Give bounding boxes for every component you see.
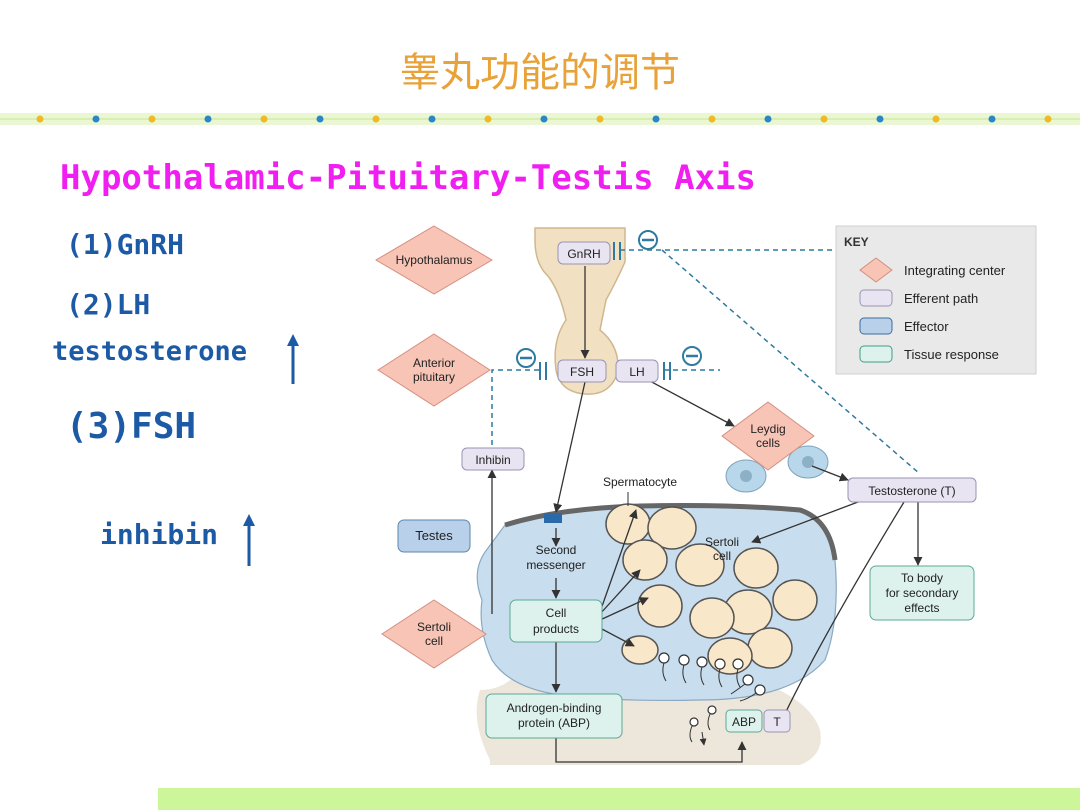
- axis-title: Hypothalamic-Pituitary-Testis Axis: [60, 158, 756, 198]
- sertoli-inner-1: Sertoli: [705, 535, 739, 549]
- key-item-effector: Effector: [904, 319, 949, 334]
- lh-node: [615, 359, 659, 383]
- leydig-label-2: cells: [756, 436, 780, 450]
- separator-dot: [372, 115, 380, 123]
- leydig-label-1: Leydig: [750, 422, 785, 436]
- inhibin-label: Inhibin: [475, 453, 510, 467]
- hypothalamus-node: [375, 225, 493, 295]
- key-item-integrating: Integrating center: [904, 263, 1006, 278]
- lh-label: LH: [629, 365, 644, 379]
- separator-dot: [148, 115, 156, 123]
- anterior-label-2: pituitary: [413, 370, 455, 384]
- hpt-axis-diagram: Hypothalamus GnRH Anterior pituitary FSH…: [375, 225, 1037, 765]
- testosterone-label: Testosterone (T): [868, 484, 955, 498]
- separator-dot: [428, 115, 436, 123]
- key-legend: KEY Integrating center Efferent path Eff…: [835, 225, 1037, 375]
- second-messenger-1: Second: [536, 543, 577, 557]
- dotted-separator: [0, 113, 1080, 125]
- sertoli-cell-node: [381, 599, 487, 669]
- testosterone-node: [847, 477, 977, 503]
- separator-dot: [484, 115, 492, 123]
- page-title: 睾丸功能的调节: [400, 50, 680, 96]
- separator-dot: [932, 115, 940, 123]
- point-inhibin: inhibin: [100, 518, 219, 551]
- gnrh-node: [557, 241, 611, 265]
- key-item-tissue: Tissue response: [904, 347, 999, 362]
- up-arrow-icon: [287, 334, 299, 384]
- t-node: [763, 709, 791, 733]
- abp-protein-1: Androgen-binding: [507, 701, 602, 715]
- gnrh-label: GnRH: [567, 247, 600, 261]
- to-body-1: To body: [901, 571, 943, 585]
- sertoli-inner-2: cell: [713, 549, 731, 563]
- point-fsh: (3)FSH: [66, 406, 197, 447]
- leydig-cells-icon: [725, 445, 829, 493]
- cell-products-1: Cell: [546, 606, 567, 620]
- anterior-label-1: Anterior: [413, 356, 455, 370]
- testes-label: Testes: [415, 528, 453, 543]
- cell-products-node: [509, 599, 603, 643]
- t-label: T: [773, 715, 781, 729]
- abp-node: [725, 709, 763, 733]
- point-testosterone: testosterone: [52, 336, 248, 367]
- separator-dot: [1044, 115, 1052, 123]
- anterior-pituitary-node: [377, 333, 491, 407]
- separator-dot: [204, 115, 212, 123]
- separator-dot: [92, 115, 100, 123]
- separator-dot: [988, 115, 996, 123]
- fsh-label: FSH: [570, 365, 594, 379]
- hypothalamus-label: Hypothalamus: [396, 253, 473, 267]
- inhibin-node: [461, 447, 525, 471]
- sertoli-cell-2: cell: [425, 634, 443, 648]
- leydig-node: [721, 401, 815, 471]
- testes-node: [397, 519, 471, 553]
- separator-dot: [652, 115, 660, 123]
- abp-protein-2: protein (ABP): [518, 716, 590, 730]
- separator-dot: [708, 115, 716, 123]
- spermatocyte-label: Spermatocyte: [603, 475, 677, 489]
- second-messenger-2: messenger: [526, 558, 585, 572]
- point-gnrh: (1)GnRH: [66, 228, 185, 261]
- separator-dot: [260, 115, 268, 123]
- to-body-node: [869, 565, 975, 621]
- key-item-efferent: Efferent path: [904, 291, 978, 306]
- to-body-2: for secondary: [886, 586, 959, 600]
- separator-dot: [36, 115, 44, 123]
- cell-products-2: products: [533, 622, 579, 636]
- receptor-icon: [544, 513, 562, 523]
- point-lh: (2)LH: [66, 288, 151, 321]
- fsh-node: [557, 359, 607, 383]
- key-title: KEY: [844, 235, 869, 249]
- separator-dot: [764, 115, 772, 123]
- abp-label: ABP: [732, 715, 756, 729]
- footer-bar: [158, 788, 1080, 810]
- separator-dot: [540, 115, 548, 123]
- up-arrow-icon: [243, 514, 255, 566]
- separator-dot: [876, 115, 884, 123]
- pituitary-stalk: [534, 227, 626, 395]
- separator-dot: [596, 115, 604, 123]
- tubule-wall: [504, 503, 838, 561]
- abp-protein-node: [485, 693, 623, 739]
- separator-dot: [820, 115, 828, 123]
- to-body-3: effects: [904, 601, 939, 615]
- sertoli-cell-1: Sertoli: [417, 620, 451, 634]
- separator-dot: [316, 115, 324, 123]
